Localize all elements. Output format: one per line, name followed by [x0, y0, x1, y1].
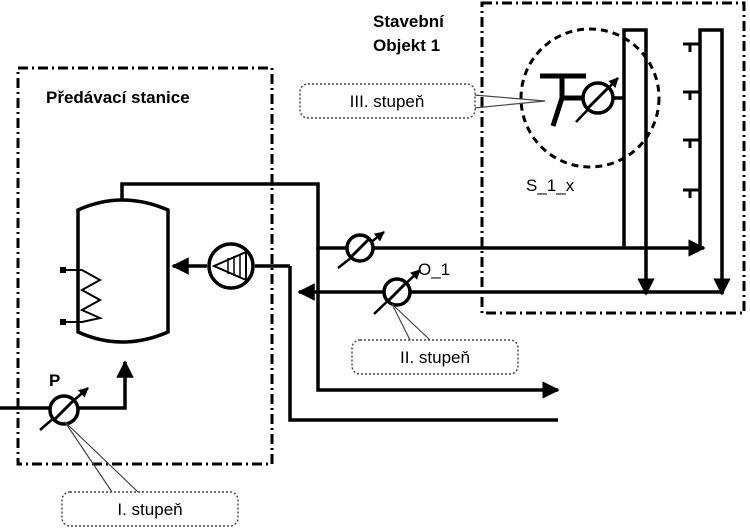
meter-s1x-label: S_1_x — [526, 176, 575, 195]
supply-pipe-top — [120, 182, 706, 257]
svg-text:II. stupeň: II. stupeň — [400, 348, 470, 367]
tap-icon — [683, 42, 700, 52]
meter-icon — [575, 77, 619, 123]
tap-icon — [540, 73, 586, 127]
meter-p-label: P — [49, 371, 60, 390]
pump-icon — [207, 242, 255, 290]
storage-tank — [60, 198, 170, 344]
detail-circle — [519, 27, 661, 169]
stage3-callout: III. stupeň — [299, 83, 546, 119]
inlet-pipe — [0, 360, 134, 410]
tap-icon — [683, 90, 700, 100]
heat-exchanger-icon — [60, 267, 104, 325]
pipes — [0, 28, 731, 422]
svg-text:III. stupeň: III. stupeň — [350, 92, 425, 111]
meter-icon — [373, 269, 421, 315]
building-title-line2: Objekt 1 — [373, 36, 440, 55]
tap-icon — [683, 188, 700, 198]
outgoing-pipe-2 — [288, 266, 558, 422]
station-title: Předávací stanice — [46, 88, 190, 107]
riser-left — [622, 28, 655, 296]
tap-icon — [683, 138, 700, 148]
station-frame — [16, 66, 274, 466]
svg-text:I. stupeň: I. stupeň — [117, 500, 182, 519]
stage2-callout: II. stupeň — [351, 303, 519, 375]
meter-o1-label: O_1 — [418, 260, 450, 279]
building-frame — [480, 1, 746, 315]
stage1-callout: I. stupeň — [61, 421, 239, 527]
meter-icon — [337, 231, 385, 269]
meter-icon — [39, 387, 89, 431]
riser-right — [698, 28, 731, 296]
outgoing-pipe-1 — [316, 248, 560, 399]
building-title-line1: Stavební — [373, 12, 445, 31]
